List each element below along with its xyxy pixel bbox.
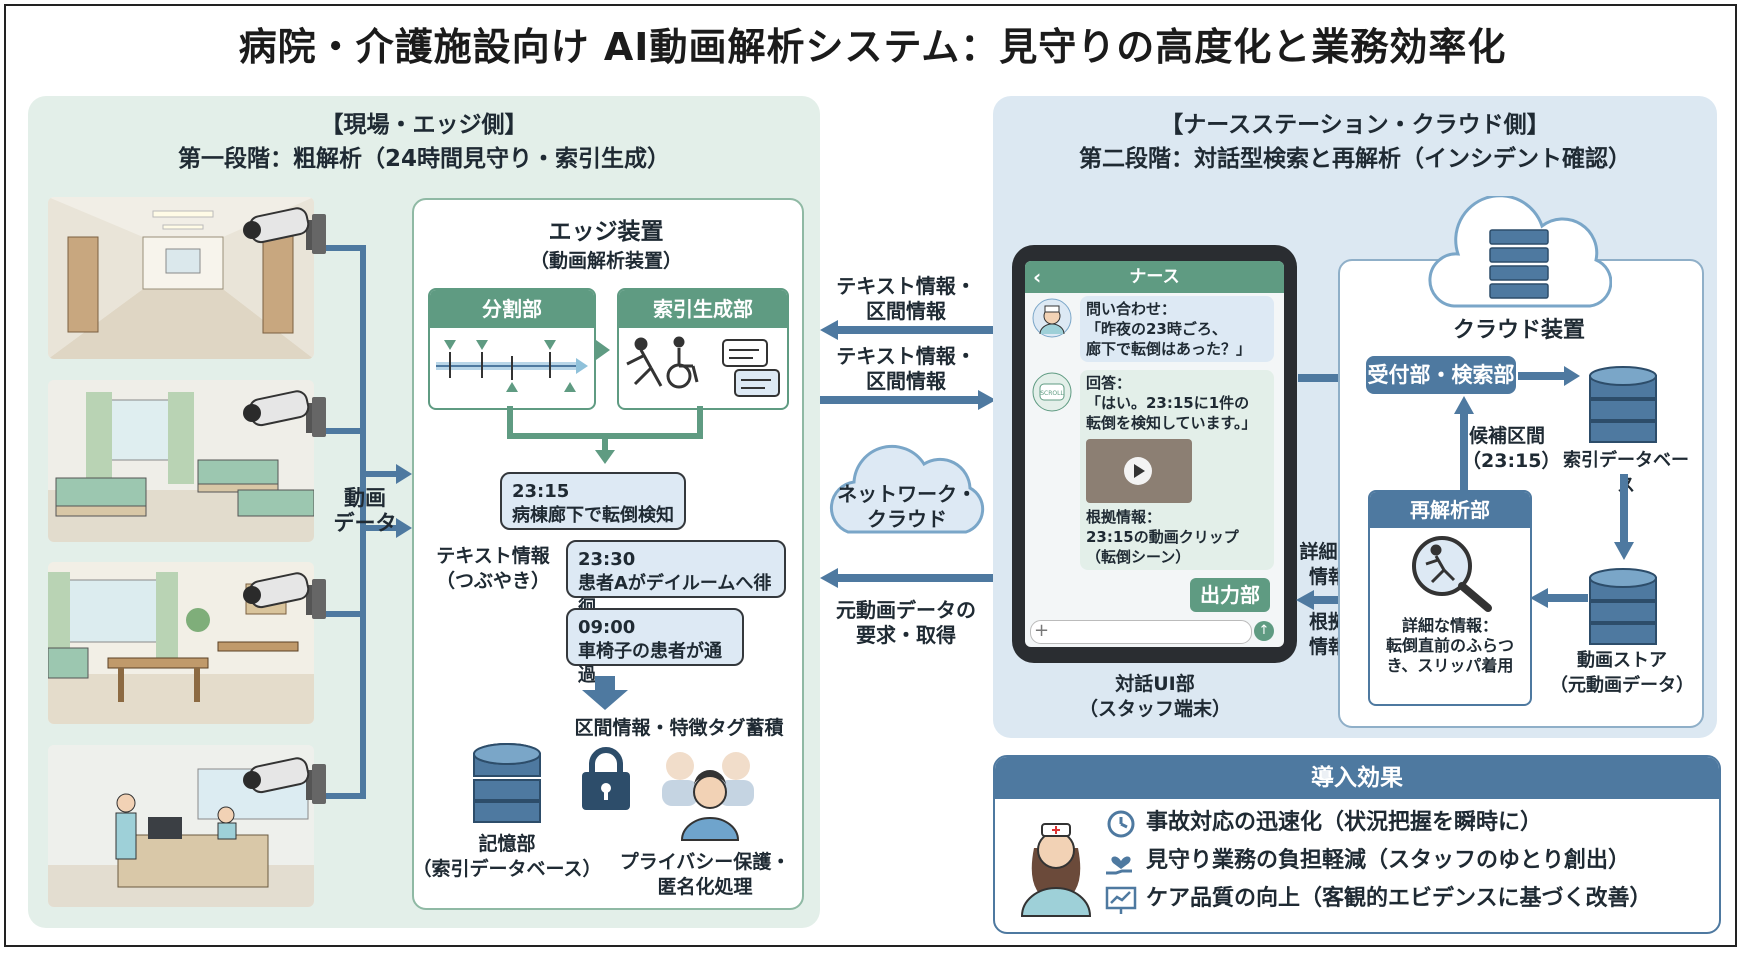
cloud-device-title: クラウド装置	[1452, 318, 1585, 343]
arrow-to-output	[1296, 590, 1362, 610]
chat-app-title: ナース	[1129, 267, 1180, 287]
tweet-bubble-3: 09:00 車椅子の患者が通過	[566, 608, 744, 686]
arrow-to-index-db	[1518, 366, 1580, 386]
plus-icon[interactable]: +	[1034, 620, 1050, 641]
tweet-bubble-1: 23:15 病棟廊下で転倒検知	[500, 472, 686, 530]
video-store-label: 動画ストア （元動画データ）	[1550, 650, 1694, 696]
split-to-index-arrow	[596, 340, 610, 360]
timeline-split-icon	[436, 340, 588, 392]
cloud-side-title: 【ナースステーション・クラウド側】	[1160, 112, 1550, 138]
candidate-interval-label: 候補区間 （23:15）	[1462, 425, 1561, 472]
video-data-arrows	[326, 245, 412, 799]
play-button-icon[interactable]	[1124, 457, 1152, 485]
fall-wheelchair-icons	[626, 336, 780, 397]
arrow-to-cloud	[820, 390, 996, 410]
send-icon[interactable]: ↑	[1254, 621, 1274, 641]
chat-header: ‹ ナース	[1025, 261, 1284, 293]
split-unit-box: 分割部	[428, 288, 596, 410]
effect-item-1: 事故対応の迅速化（状況把握を瞬時に）	[1146, 810, 1543, 835]
camera-icon-3	[243, 572, 326, 619]
magnifier-fall-icon	[1412, 536, 1492, 612]
edge-side-stage: 第一段階：粗解析（24時間見守り・索引生成）	[177, 146, 670, 172]
accumulate-arrow	[582, 676, 628, 710]
accumulate-label: 区間情報・特徴タグ蓄積	[574, 717, 784, 739]
camera-icon-4	[243, 757, 326, 804]
camera-icon-2	[243, 390, 326, 437]
adoption-effects-box: 導入効果	[993, 755, 1721, 934]
lock-icon	[582, 747, 630, 810]
output-unit-pill: 出力部	[1190, 578, 1270, 612]
index-generation-unit-label: 索引生成部	[619, 290, 787, 328]
text-info-label: テキスト情報 （つぶやき）	[435, 545, 550, 592]
nurse-illustration-icon	[1020, 823, 1092, 917]
effect-item-3: ケア品質の向上（客観的エビデンスに基づく改善）	[1146, 886, 1652, 911]
arrow-to-reanalysis	[1530, 588, 1588, 608]
index-generation-unit-box: 索引生成部	[617, 288, 789, 410]
network-cloud-icon	[829, 444, 985, 534]
video-store-icon	[1589, 568, 1657, 645]
answer-bubble: 回答： 「はい。23:15に1件の 転倒を検知しています。」 根拠情報： 23:…	[1080, 370, 1274, 570]
question-bubble: 問い合わせ： 「昨夜の23時ごろ、 廊下で転倒はあった？」	[1080, 296, 1274, 362]
merge-arrow	[507, 406, 703, 464]
reanalysis-unit-label: 再解析部	[1370, 492, 1530, 528]
nurse-avatar-icon	[1032, 298, 1072, 338]
chat-input-field[interactable]	[1030, 620, 1252, 644]
chart-board-icon	[1105, 886, 1137, 914]
back-chevron-icon[interactable]: ‹	[1033, 265, 1042, 289]
robot-avatar-text: SCROLL	[1040, 390, 1064, 397]
memory-database-icon	[473, 743, 541, 823]
arrow2-label: テキスト情報・ 区間情報	[836, 344, 976, 393]
network-cloud-label: ネットワーク・ クラウド	[837, 482, 977, 531]
hand-heart-icon	[1106, 856, 1132, 875]
reanalysis-detail-text: 詳細な情報： 転倒直前のふらつ き、スリッパ着用	[1385, 616, 1514, 675]
arrow1-label: テキスト情報・ 区間情報	[836, 274, 976, 323]
edge-side-title: 【現場・エッジ側】	[320, 112, 528, 138]
robot-avatar-icon: SCROLL	[1032, 372, 1072, 412]
edge-device-title: エッジ装置	[548, 219, 664, 245]
clock-icon	[1107, 810, 1135, 838]
ward-room-scene-image	[48, 380, 314, 542]
page-title: 病院・介護施設向け AI動画解析システム：見守りの高度化と業務効率化	[238, 25, 1507, 69]
adoption-effects-title: 導入効果	[995, 757, 1719, 799]
anonymized-people-icon	[662, 752, 754, 841]
privacy-label: プライバシー保護・ 匿名化処理	[619, 851, 791, 898]
tweet-bubble-2: 23:30 患者Aがデイルームへ徘徊	[566, 540, 786, 618]
reception-search-unit: 受付部・検索部	[1366, 356, 1516, 394]
arrow-video-request	[820, 568, 994, 588]
edge-side-header: 【現場・エッジ側】 第一段階：粗解析（24時間見守り・索引生成）	[28, 108, 820, 176]
video-request-label: 元動画データの 要求・取得	[836, 598, 976, 647]
index-database-icon	[1589, 366, 1657, 443]
edge-device-heading: エッジ装置 （動画解析装置）	[412, 212, 800, 273]
arrow-to-video-store	[1614, 474, 1634, 560]
effect-item-2: 見守り業務の負担軽減（スタッフのゆとり創出）	[1146, 848, 1631, 873]
cloud-side-stage: 第二段階：対話型検索と再解析（インシデント確認）	[1079, 146, 1631, 172]
arrow-to-edge-1	[820, 320, 994, 340]
video-clip-thumbnail[interactable]	[1086, 439, 1192, 503]
video-data-label: 動画 データ	[333, 486, 397, 535]
edge-device-subtitle: （動画解析装置）	[529, 250, 682, 272]
basis-info-label: 根拠 情報	[1308, 611, 1347, 658]
cloud-server-icon	[1428, 196, 1612, 308]
cloud-side-header: 【ナースステーション・クラウド側】 第二段階：対話型検索と再解析（インシデント確…	[993, 108, 1717, 176]
split-unit-label: 分割部	[430, 290, 594, 328]
camera-icon-1	[243, 207, 326, 254]
memory-unit-label: 記憶部 （索引データベース）	[412, 833, 602, 880]
arrow-candidate-up	[1454, 396, 1474, 492]
reanalysis-unit-box: 再解析部 詳細な情報： 転倒直前のふらつ き、スリッパ着用	[1368, 490, 1532, 706]
dialog-ui-label: 対話UI部 （スタッフ端末）	[1078, 673, 1231, 720]
